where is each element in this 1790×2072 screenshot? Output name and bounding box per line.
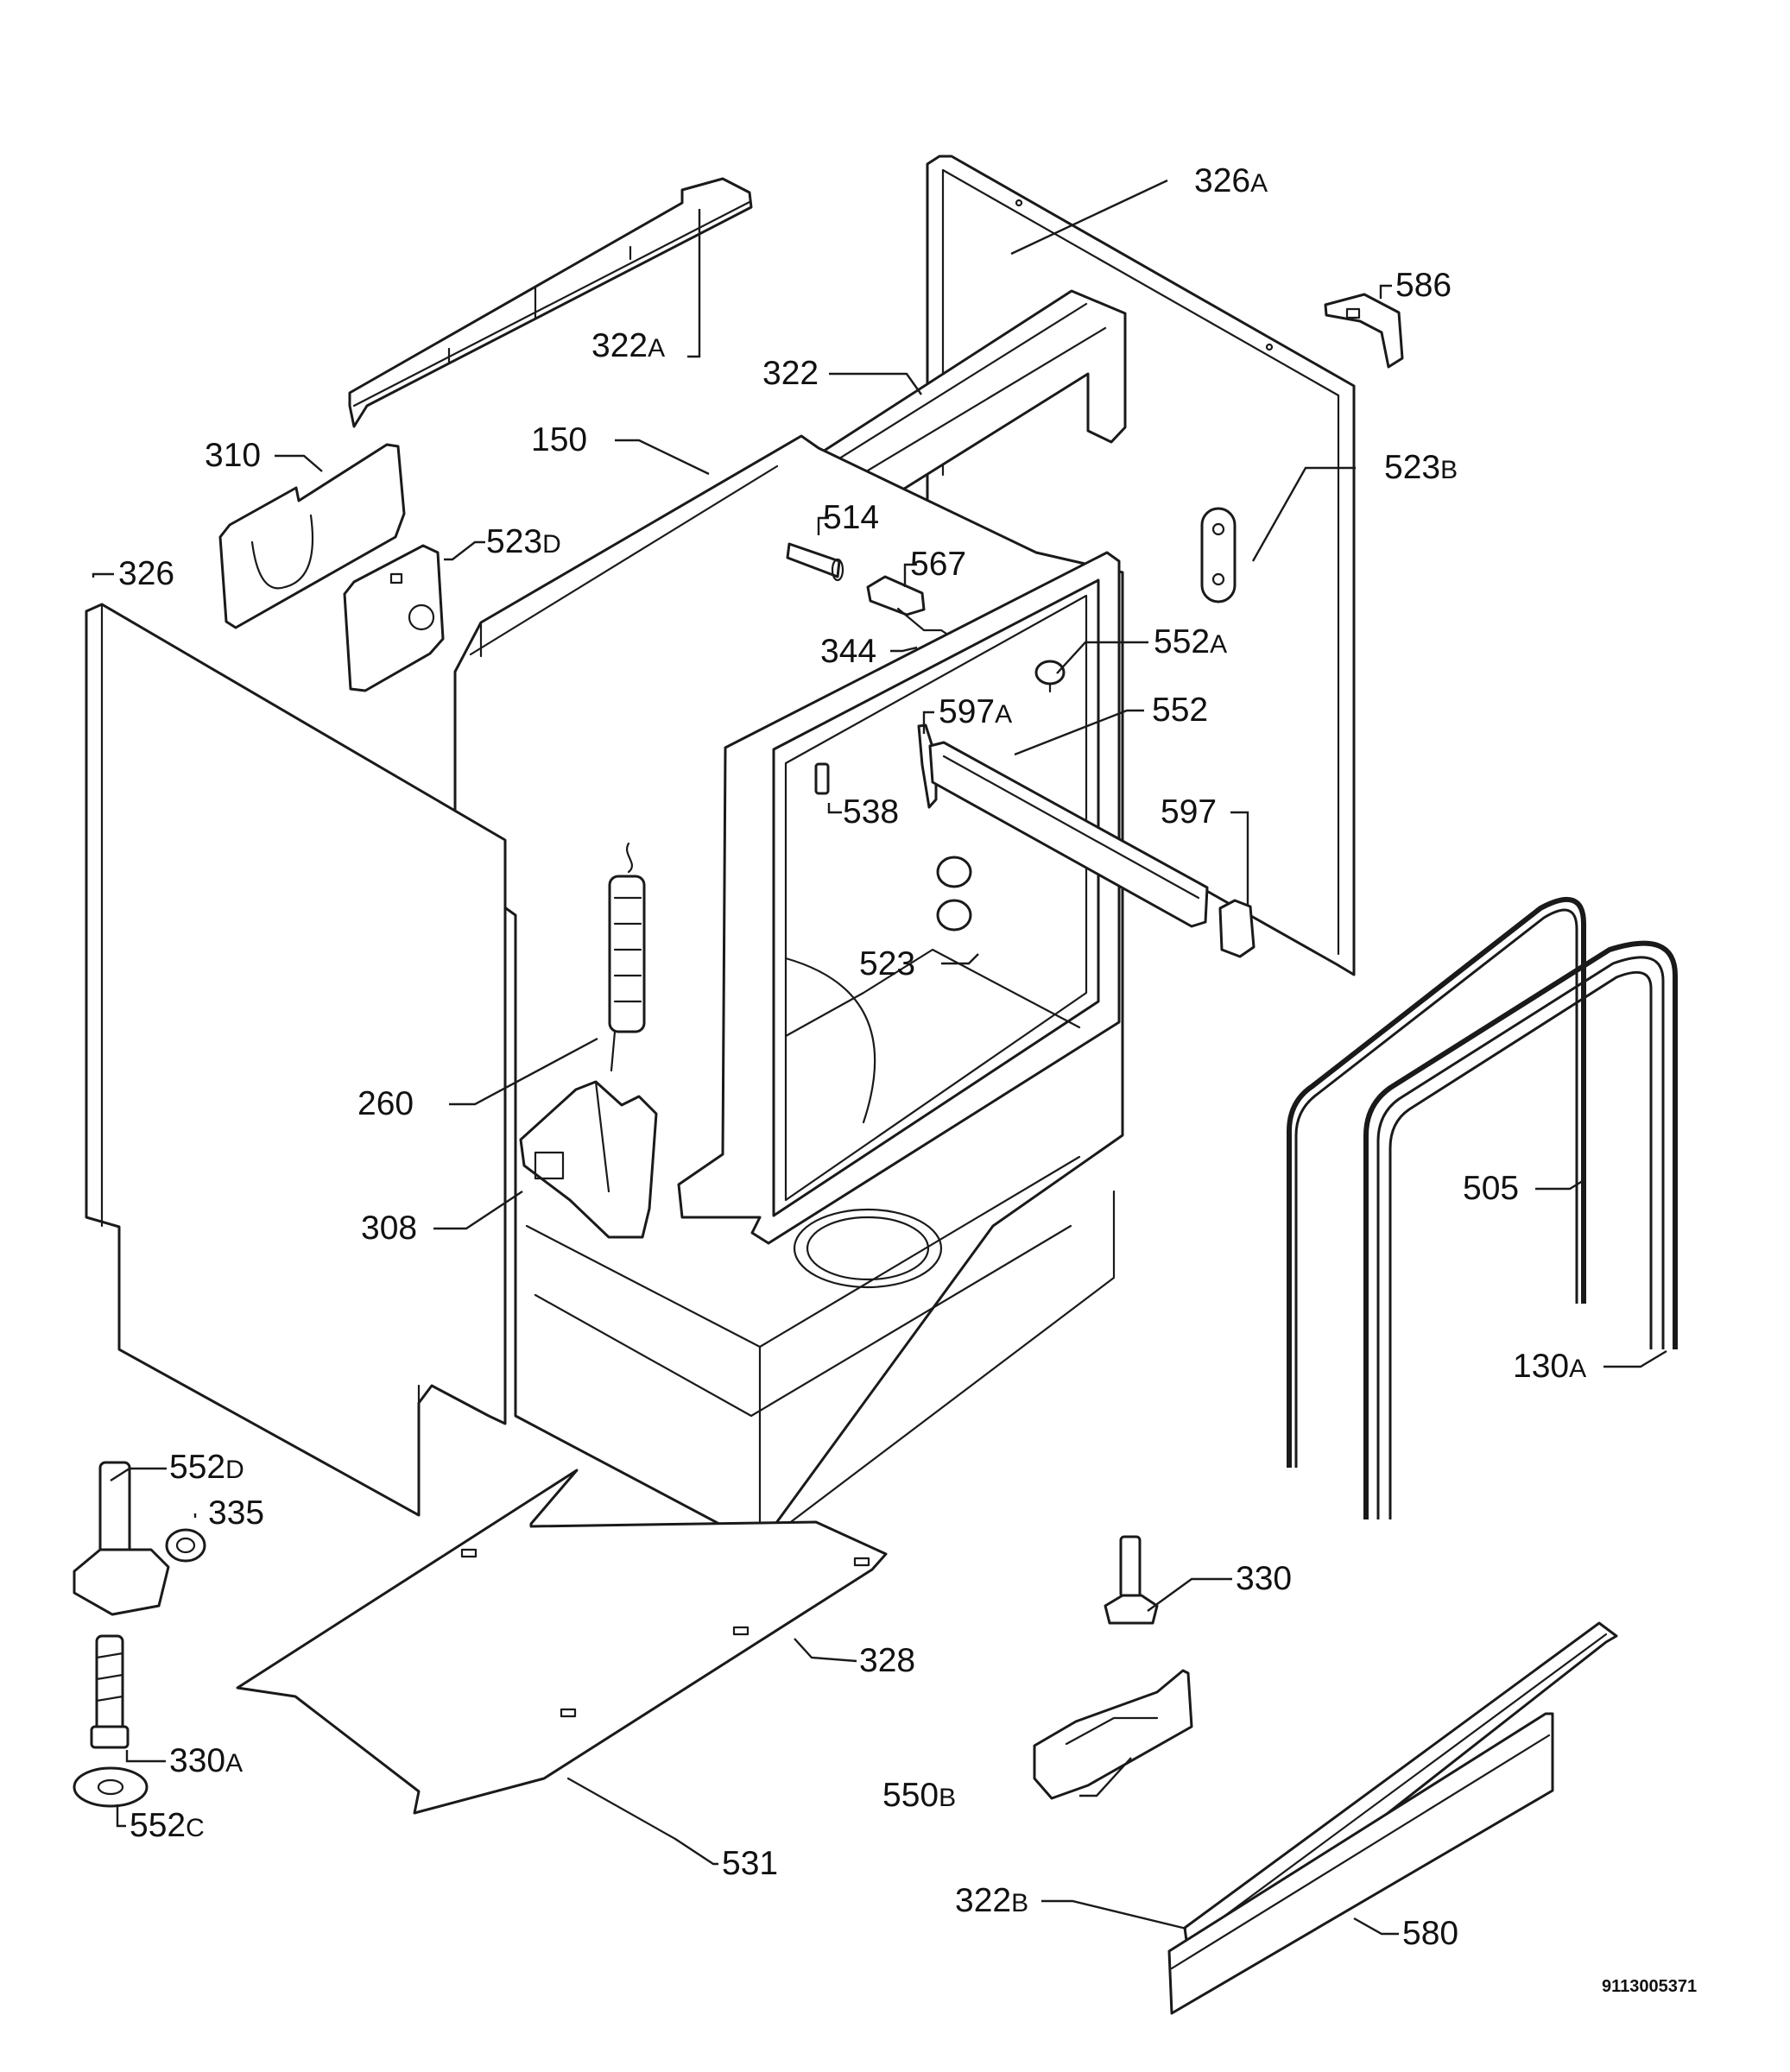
part-310-cover <box>218 443 406 629</box>
label-552: 552 <box>1152 692 1208 729</box>
label-344: 344 <box>820 633 876 670</box>
label-328: 328 <box>859 1642 915 1679</box>
part-door-inner-liner <box>677 551 1121 1289</box>
label-310: 310 <box>205 437 261 474</box>
label-330: 330 <box>1236 1560 1292 1597</box>
part-308-hinge <box>519 1080 658 1239</box>
label-597A: 597A <box>939 693 1012 730</box>
part-330a-screw <box>90 1634 130 1749</box>
part-330-foot-screw <box>1104 1535 1159 1625</box>
label-552A: 552A <box>1154 623 1227 660</box>
label-505: 505 <box>1463 1170 1519 1207</box>
label-538: 538 <box>843 793 899 831</box>
label-552D: 552D <box>169 1449 244 1486</box>
part-552c-washer <box>73 1766 149 1808</box>
part-567-clip <box>866 575 926 616</box>
label-531: 531 <box>722 1845 778 1882</box>
diagram-code: 9113005371 <box>1602 1977 1697 1996</box>
part-597-catch <box>1218 899 1256 958</box>
label-150: 150 <box>531 421 587 458</box>
label-597: 597 <box>1161 793 1217 831</box>
leader-lines <box>92 179 1667 1936</box>
part-335-nut <box>165 1528 206 1563</box>
label-322A: 322A <box>591 327 665 364</box>
label-326A: 326A <box>1194 162 1268 199</box>
part-322a-top-strip <box>348 177 753 428</box>
label-550B: 550B <box>882 1777 956 1814</box>
part-523d-plate <box>343 544 445 692</box>
part-580-kick-plate <box>1167 1712 1554 2015</box>
part-523-grommet <box>936 856 972 932</box>
part-326-side-panel <box>85 603 507 1517</box>
part-130a-gasket <box>1363 940 1678 1519</box>
label-580: 580 <box>1402 1915 1458 1952</box>
part-505-gasket <box>1287 896 1586 1468</box>
part-531-pin <box>566 1777 677 1841</box>
part-586-bracket <box>1324 293 1404 369</box>
part-labels: 322A 326A 586 322 150 310 523B 514 523D … <box>118 162 1586 1952</box>
label-523: 523 <box>859 945 915 982</box>
part-552d-foot-spindle <box>73 1461 170 1616</box>
part-260-spring <box>608 842 646 1072</box>
label-514: 514 <box>823 499 879 536</box>
label-523B: 523B <box>1384 449 1458 486</box>
label-330A: 330A <box>169 1742 243 1779</box>
label-322B: 322B <box>955 1882 1028 1919</box>
label-567: 567 <box>910 546 966 583</box>
part-514-pin <box>786 542 844 582</box>
label-335: 335 <box>208 1494 264 1532</box>
label-260: 260 <box>357 1085 414 1122</box>
label-308: 308 <box>361 1210 417 1247</box>
part-523b-grommet <box>1200 507 1237 603</box>
label-523D: 523D <box>486 523 561 560</box>
label-130A: 130A <box>1513 1348 1586 1385</box>
part-328-bottom-plate <box>236 1469 888 1815</box>
label-322: 322 <box>762 355 819 392</box>
part-552a-knob <box>1034 660 1066 693</box>
part-550b-bracket <box>1033 1669 1193 1800</box>
label-326: 326 <box>118 555 174 592</box>
label-552C: 552C <box>130 1807 205 1844</box>
label-586: 586 <box>1395 267 1452 304</box>
part-552-rail <box>928 741 1209 928</box>
part-538-screw <box>814 762 830 795</box>
